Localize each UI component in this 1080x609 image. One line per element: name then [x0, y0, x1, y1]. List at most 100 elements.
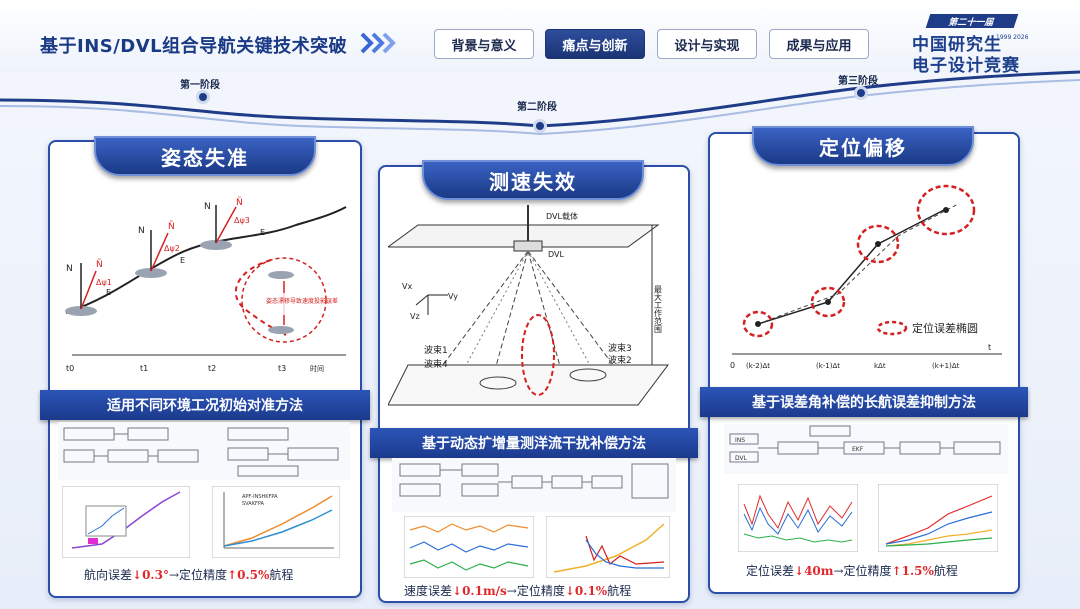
- up-arrow-icon: ↑: [891, 564, 902, 578]
- result-position-value1: 40m: [804, 564, 834, 578]
- logo-line2: 电子设计竞赛: [912, 56, 1020, 76]
- velocity-flow-thumbnail: [392, 458, 676, 512]
- stage-label-1: 第一阶段: [180, 80, 220, 91]
- dvl-carrier-label: DVL载体: [546, 211, 578, 221]
- velocity-chart-1: [404, 516, 534, 578]
- flow-ekf: EKF: [852, 446, 864, 453]
- chevron-right-icon: [360, 32, 396, 54]
- result-position: 定位误差↓40m→定位精度↑1.5%航程: [746, 562, 958, 579]
- result-position-prefix: 定位误差: [746, 564, 795, 578]
- svg-text:N: N: [138, 226, 145, 236]
- svg-text:N: N: [66, 264, 73, 274]
- vz-label: Vz: [410, 312, 420, 321]
- svg-text:(k-2)Δt: (k-2)Δt: [746, 362, 770, 370]
- result-attitude-value2: 0.5%: [237, 568, 270, 582]
- result-attitude-mid: →定位精度: [168, 568, 228, 582]
- svg-text:E: E: [106, 288, 111, 297]
- legend-apf: APF-INSHKFPA: [242, 494, 278, 500]
- logo-badge: 第二十一届: [925, 14, 1019, 28]
- result-position-mid: →定位精度: [833, 564, 892, 578]
- svg-text:t: t: [988, 343, 991, 352]
- svg-text:Ñ: Ñ: [96, 259, 103, 270]
- beam4-label: 波束4: [424, 358, 448, 370]
- svg-text:(k-1)Δt: (k-1)Δt: [816, 362, 840, 370]
- down-arrow-icon: ↓: [794, 564, 805, 578]
- position-chart-1: [738, 484, 858, 552]
- panel-title-velocity: 测速失效: [422, 160, 644, 200]
- result-velocity-prefix: 速度误差: [404, 584, 453, 598]
- attitude-chart-2: APF-INSHKFPA SVAKFPA: [212, 486, 340, 558]
- panel-title-position: 定位偏移: [752, 126, 974, 166]
- attitude-chart-1: [62, 486, 190, 558]
- beam3-label: 波束3: [608, 342, 632, 354]
- panel-title-attitude: 姿态失准: [94, 136, 316, 176]
- svg-text:(k+1)Δt: (k+1)Δt: [932, 362, 960, 370]
- stage-dot-3: [854, 86, 868, 100]
- time-axis-label: 时间: [310, 364, 324, 373]
- svg-text:t0: t0: [66, 364, 74, 373]
- tab-background[interactable]: 背景与意义: [434, 29, 534, 59]
- callout-text: 姿态漂移导致速度投影误差: [266, 297, 338, 305]
- result-attitude-value1: 0.3°: [142, 568, 169, 582]
- time-origin: 0: [730, 361, 735, 370]
- svg-text:t2: t2: [208, 364, 216, 373]
- result-velocity: 速度误差↓0.1m/s→定位精度↓0.1%航程: [404, 582, 631, 599]
- logo-year: 1999 2026: [996, 34, 1029, 41]
- result-attitude-prefix: 航向误差: [84, 568, 133, 582]
- logo-line1: 中国研究生: [912, 35, 1002, 55]
- up-arrow-icon: ↑: [227, 568, 238, 582]
- position-chart-2: [878, 484, 998, 552]
- result-position-value2: 1.5%: [901, 564, 934, 578]
- flow-ins: INS: [735, 437, 745, 444]
- svg-text:E: E: [260, 228, 265, 237]
- dvl-beam-diagram: DVL载体 DVL 最大工作范围 波束1 波束4 波束3 波束2 Vx Vy V…: [388, 205, 669, 406]
- result-velocity-value1: 0.1m/s: [462, 584, 507, 598]
- down-arrow-icon: ↓: [132, 568, 143, 582]
- dvl-label: DVL: [548, 250, 564, 259]
- result-attitude: 航向误差↓0.3°→定位精度↑0.5%航程: [84, 566, 293, 583]
- stage-dot-2: [533, 119, 547, 133]
- down-arrow-icon: ↓: [452, 584, 463, 598]
- svg-text:Δψ3: Δψ3: [234, 216, 250, 225]
- method-banner-attitude: 适用不同环境工况初始对准方法: [40, 390, 370, 420]
- result-velocity-value2: 0.1%: [574, 584, 608, 598]
- stage-label-3: 第三阶段: [838, 76, 878, 87]
- vx-label: Vx: [402, 282, 412, 291]
- svg-text:Ñ: Ñ: [236, 197, 243, 208]
- stage-label-2: 第二阶段: [517, 102, 557, 113]
- svg-text:E: E: [180, 256, 185, 265]
- flow-dvl: DVL: [735, 455, 748, 462]
- method-banner-velocity: 基于动态扩增量测洋流干扰补偿方法: [370, 428, 698, 458]
- result-velocity-mid: →定位精度: [506, 584, 565, 598]
- tab-pain-points[interactable]: 痛点与创新: [545, 29, 645, 59]
- position-flow-thumbnail: INS DVL EKF: [724, 424, 1008, 474]
- svg-text:kΔt: kΔt: [874, 362, 886, 370]
- svg-text:t1: t1: [140, 364, 148, 373]
- competition-logo: 第二十一届 中国研究生 1999 2026 电子设计竞赛: [912, 14, 1062, 76]
- beam2-label: 波束2: [608, 354, 632, 366]
- result-attitude-suffix: 航程: [269, 568, 294, 582]
- svg-text:Δψ1: Δψ1: [96, 278, 112, 287]
- svg-text:Ñ: Ñ: [168, 221, 175, 232]
- attitude-flow-thumbnail: [58, 422, 350, 480]
- ellipse-legend: 定位误差椭圆: [912, 321, 978, 335]
- page-title: 基于INS/DVL组合导航关键技术突破: [40, 36, 348, 57]
- result-velocity-suffix: 航程: [607, 584, 632, 598]
- svg-text:Δψ2: Δψ2: [164, 244, 180, 253]
- svg-text:t3: t3: [278, 364, 286, 373]
- method-banner-position: 基于误差角补偿的长航误差抑制方法: [700, 387, 1028, 417]
- result-position-suffix: 航程: [933, 564, 958, 578]
- legend-svakf: SVAKFPA: [242, 501, 265, 507]
- attitude-diagram: N Ñ N Ñ N Ñ E E E Δψ1 Δψ2 Δψ3 姿态漂移导致速度投影…: [65, 197, 347, 373]
- tab-results[interactable]: 成果与应用: [769, 29, 869, 59]
- beam1-label: 波束1: [424, 344, 448, 356]
- position-drift-diagram: 定位误差椭圆 0 (k-2)Δt (k-1)Δt kΔt (k+1)Δt t: [730, 184, 1002, 370]
- header-bar: [0, 0, 1080, 72]
- velocity-chart-2: [546, 516, 670, 578]
- tab-design[interactable]: 设计与实现: [657, 29, 757, 59]
- stage-dot-1: [196, 90, 210, 104]
- max-range-label: 最大工作范围: [654, 285, 663, 334]
- vy-label: Vy: [448, 292, 458, 301]
- svg-text:N: N: [204, 202, 211, 212]
- down-arrow-icon: ↓: [564, 584, 575, 598]
